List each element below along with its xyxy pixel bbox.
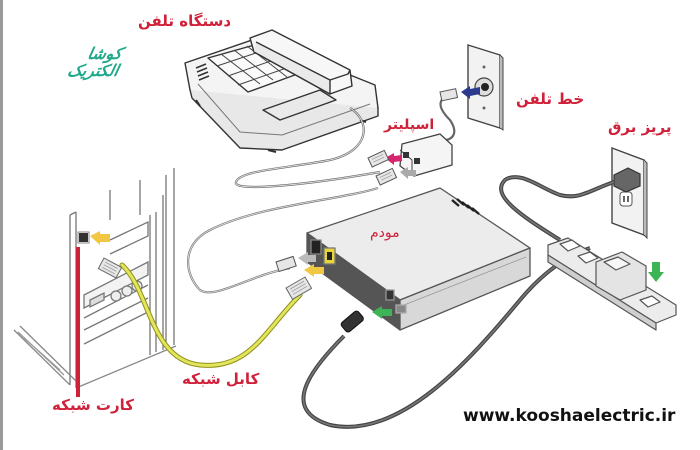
arrow-to-modem-lan	[304, 264, 324, 277]
label-network-cable: کابل شبکه	[182, 370, 260, 388]
modem	[306, 187, 531, 331]
splitter	[399, 133, 453, 177]
arrow-to-power-strip	[648, 262, 664, 282]
arrow-to-modem-dsl	[298, 252, 316, 265]
wall-power-outlet	[611, 146, 648, 240]
frame-border	[0, 0, 3, 450]
network-card-pointer	[76, 247, 80, 397]
brand-logo: کوشا الکتریک	[34, 44, 124, 80]
label-splitter: اسپلیتر	[384, 117, 435, 133]
arrow-to-splitter	[385, 153, 402, 165]
logo-line-2: الکتریک	[65, 60, 121, 80]
arrow-to-phone-jack	[461, 86, 480, 99]
modem-power-cable	[301, 246, 591, 429]
power-strip-cable	[499, 175, 615, 242]
label-power-outlet: پریز برق	[608, 118, 672, 136]
website-url: www.kooshaelectric.ir	[463, 406, 676, 426]
label-phone-set: دستگاه تلفن	[138, 12, 232, 30]
arrow-from-splitter	[400, 167, 416, 179]
label-modem: مودم	[370, 225, 400, 241]
network-card-port	[79, 233, 88, 242]
power-strip	[547, 237, 677, 331]
arrow-to-modem-power	[372, 306, 392, 319]
arrow-to-network-card	[90, 231, 110, 245]
computer-case	[13, 168, 177, 389]
label-phone-line: خط تلفن	[516, 90, 585, 108]
wall-phone-jack	[467, 44, 504, 131]
label-network-card: کارت شبکه	[52, 396, 134, 414]
telephone	[184, 29, 379, 153]
ethernet-cable	[97, 257, 313, 368]
